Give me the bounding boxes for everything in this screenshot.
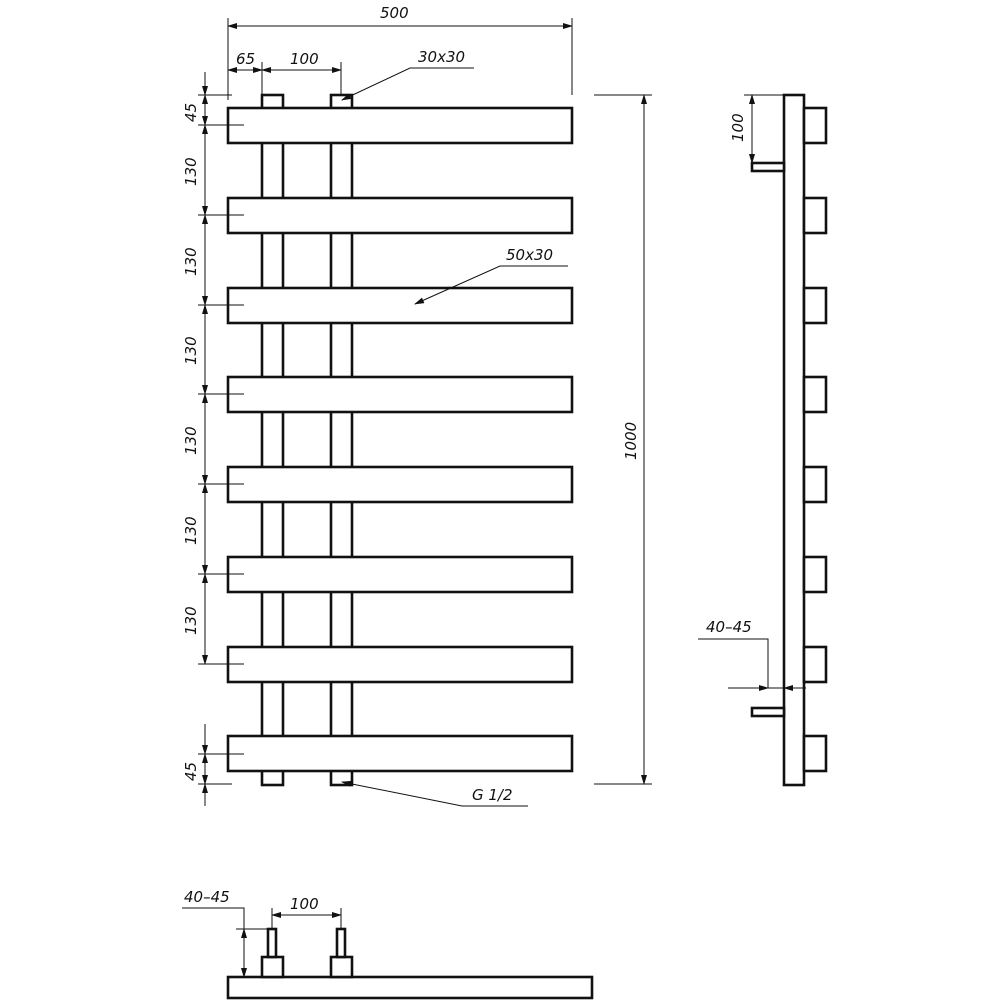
horizontal-bars (226, 106, 574, 773)
dim-label-bar-pitch: 130 (182, 157, 200, 186)
side-vertical-pipe (782, 93, 806, 787)
bottom-view: 100 40–45 (182, 888, 594, 1000)
side-bar-end (802, 375, 828, 414)
horizontal-bar (226, 645, 574, 684)
side-bar-end (802, 106, 828, 145)
callout-label-connection-thread: G 1/2 (472, 786, 513, 804)
dim-label-bracket-height: 100 (729, 113, 747, 142)
bottom-bar-edge (226, 975, 594, 1000)
dimension-bottom-wall-offset: 40–45 (182, 888, 268, 978)
dim-label-bar-pitch: 130 (182, 336, 200, 365)
dim-label-bottom-margin: 45 (182, 762, 200, 781)
dim-label-top-margin: 45 (182, 103, 200, 122)
dim-label-bottom-wall-offset: 40–45 (184, 888, 230, 906)
horizontal-bar (226, 465, 574, 504)
dimension-bracket-height: 100 (729, 94, 784, 164)
side-bar-end (802, 196, 828, 235)
callout-pipe-section: 30x30 (341, 48, 474, 101)
dimension-vertical-chain: 45 130 130 130 130 130 130 45 (182, 72, 244, 806)
dimension-side-wall-offset: 40–45 (698, 618, 806, 691)
dim-label-pipe-spacing: 100 (290, 50, 319, 68)
side-bar-end (802, 645, 828, 684)
horizontal-bar (226, 286, 574, 325)
left-vertical-pipe (260, 93, 285, 787)
horizontal-bar (226, 555, 574, 594)
side-bar-end (802, 734, 828, 773)
callout-bar-section: 50x30 (414, 246, 568, 305)
bottom-connector-left (266, 927, 278, 959)
side-bottom-connector (750, 706, 786, 718)
callout-connection-thread: G 1/2 (341, 780, 528, 807)
dimension-overall-width: 500 (227, 4, 573, 100)
horizontal-bar (226, 375, 574, 414)
dimension-overall-height: 1000 (594, 94, 652, 785)
side-bar-end (802, 465, 828, 504)
side-top-connector (750, 161, 786, 173)
dim-label-overall-height: 1000 (622, 422, 640, 460)
dim-label-bottom-pipe-spacing: 100 (290, 895, 319, 913)
callout-label-pipe-section: 30x30 (418, 48, 465, 66)
dimension-left-offset-and-pipe-spacing: 65 100 (227, 50, 342, 96)
dim-label-bar-pitch: 130 (182, 606, 200, 635)
horizontal-bar (226, 106, 574, 145)
side-view: 100 40–45 (698, 93, 828, 787)
dim-label-left-offset: 65 (236, 50, 255, 68)
dim-label-overall-width: 500 (380, 4, 409, 22)
bottom-connector-right (335, 927, 347, 959)
dim-label-bar-pitch: 130 (182, 426, 200, 455)
dim-label-bar-pitch: 130 (182, 247, 200, 276)
side-bar-ends (802, 106, 828, 773)
front-view: 500 65 100 30x30 50x30 G 1/2 (182, 4, 652, 807)
bottom-pipe-base-right (329, 955, 354, 979)
horizontal-bar (226, 734, 574, 773)
bottom-pipe-base-left (260, 955, 285, 979)
side-bar-end (802, 286, 828, 325)
side-bar-end (802, 555, 828, 594)
dim-label-bar-pitch: 130 (182, 516, 200, 545)
callout-label-bar-section: 50x30 (506, 246, 553, 264)
horizontal-bar (226, 196, 574, 235)
dimension-bottom-pipe-spacing: 100 (271, 895, 342, 929)
dim-label-side-wall-offset: 40–45 (706, 618, 752, 636)
